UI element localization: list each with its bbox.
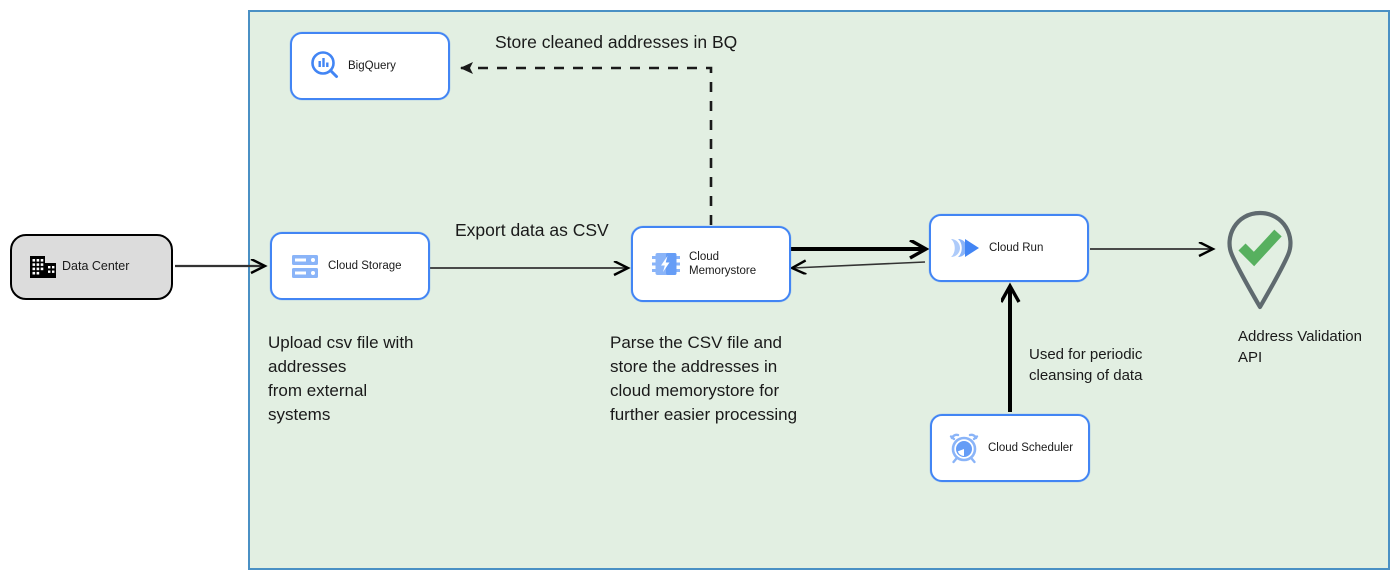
map-pin-check-icon [1227,210,1293,310]
cloud-run-icon [941,234,989,262]
node-data-center[interactable]: Data Center [10,234,173,300]
node-label-cloud-storage: Cloud Storage [328,259,402,272]
note-upload-csv: Upload csv file with addresses from exte… [268,333,414,425]
node-label-cloud-scheduler: Cloud Scheduler [988,441,1074,454]
edge-label-periodic-cleansing: Used for periodic cleansing of data [1029,346,1143,385]
bigquery-icon [302,49,348,83]
node-cloud-scheduler[interactable]: Cloud Scheduler [930,414,1090,482]
caption-address-validation-api: Address Validation API [1238,328,1362,366]
node-label-cloud-memorystore: Cloud Memorystore [689,250,757,277]
node-cloud-run[interactable]: Cloud Run [929,214,1089,282]
google-cloud-boundary [248,10,1390,570]
edge-label-store-cleaned-addresses: Store cleaned addresses in BQ [495,32,738,52]
datacenter-building-icon [24,253,62,281]
edge-label-export-data-as-csv: Export data as CSV [455,220,609,240]
node-bigquery[interactable]: BigQuery [290,32,450,100]
node-label-cloud-run: Cloud Run [989,241,1044,254]
node-address-validation-api[interactable] [1218,207,1302,316]
node-label-data-center: Data Center [62,259,130,274]
cloud-scheduler-icon [942,431,988,465]
cloud-storage-icon [282,251,328,281]
node-cloud-memorystore[interactable]: Cloud Memorystore [631,226,791,302]
cloud-memorystore-icon [643,248,689,280]
node-label-bigquery: BigQuery [348,59,396,72]
node-cloud-storage[interactable]: Cloud Storage [270,232,430,300]
note-parse-csv: Parse the CSV file and store the address… [610,333,798,425]
